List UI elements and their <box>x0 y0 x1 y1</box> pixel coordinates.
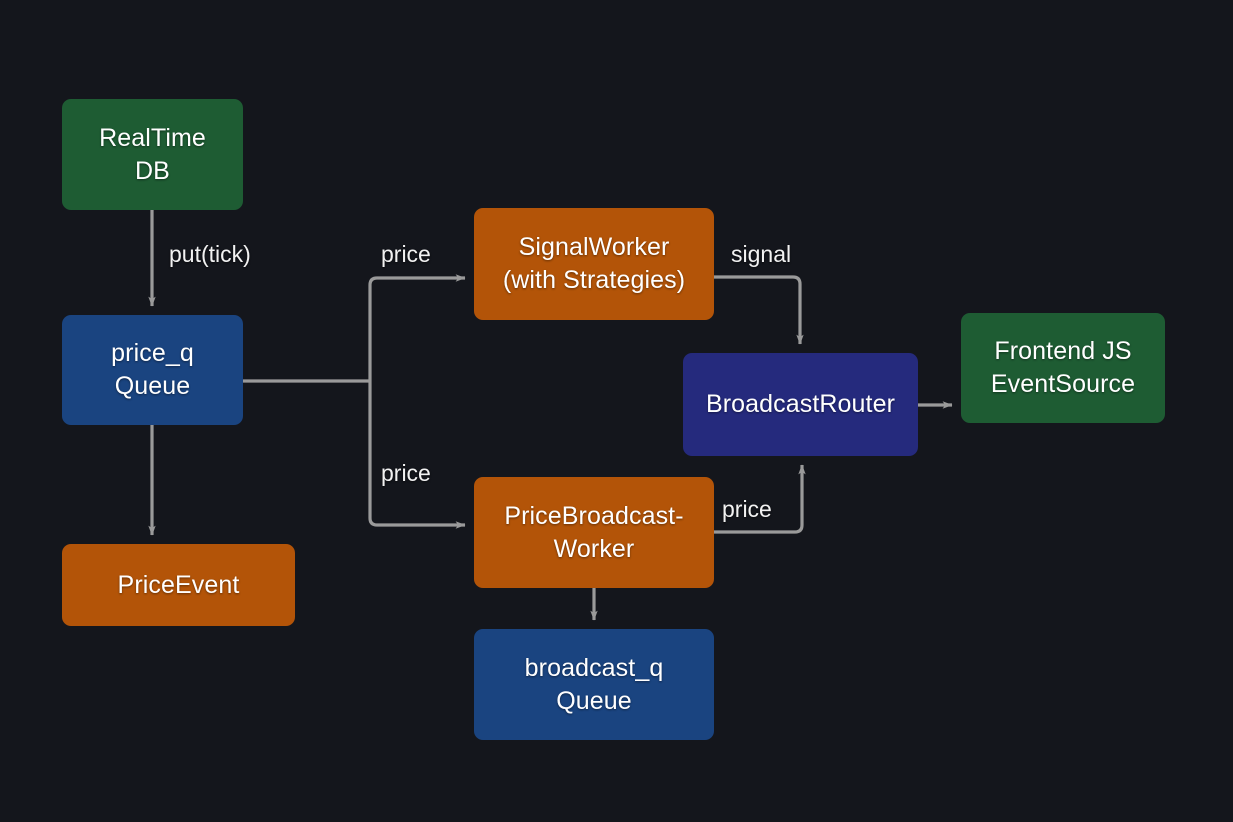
edge-label-price-to-broadcast-router: price <box>722 496 772 522</box>
node-price-event-label: PriceEvent <box>117 570 240 599</box>
node-realtime-db[interactable]: RealTime DB <box>62 99 243 210</box>
edge-price-q-to-price-broadcast-worker <box>368 381 466 529</box>
node-price-q-queue-label: price_q Queue <box>111 339 194 400</box>
edge-label-put-tick: put(tick) <box>169 241 251 267</box>
node-price-event[interactable]: PriceEvent <box>62 544 295 626</box>
edge-label-price-to-price-broadcast-worker: price <box>381 460 431 486</box>
node-signal-worker-label: SignalWorker (with Strategies) <box>502 233 686 294</box>
node-frontend-js-eventsource-label: Frontend JS EventSource <box>990 337 1136 398</box>
node-signal-worker[interactable]: SignalWorker (with Strategies) <box>474 208 714 320</box>
node-broadcast-router[interactable]: BroadcastRouter <box>683 353 918 456</box>
node-realtime-db-label: RealTime DB <box>99 123 206 185</box>
node-frontend-js-eventsource[interactable]: Frontend JS EventSource <box>961 313 1165 423</box>
node-price-broadcast-worker[interactable]: PriceBroadcast- Worker <box>474 477 714 588</box>
node-price-q-queue[interactable]: price_q Queue <box>62 315 243 425</box>
edge-signal-worker-to-broadcast-router <box>714 275 804 345</box>
node-price-broadcast-worker-label: PriceBroadcast- Worker <box>504 501 684 563</box>
edge-label-price-to-signal-worker: price <box>381 241 431 267</box>
node-broadcast-q-queue[interactable]: broadcast_q Queue <box>474 629 714 740</box>
edge-label-signal: signal <box>731 241 792 267</box>
edge-price-q-to-signal-worker <box>368 274 466 381</box>
node-broadcast-router-label: BroadcastRouter <box>705 390 896 418</box>
node-broadcast-q-queue-label: broadcast_q Queue <box>524 653 664 715</box>
